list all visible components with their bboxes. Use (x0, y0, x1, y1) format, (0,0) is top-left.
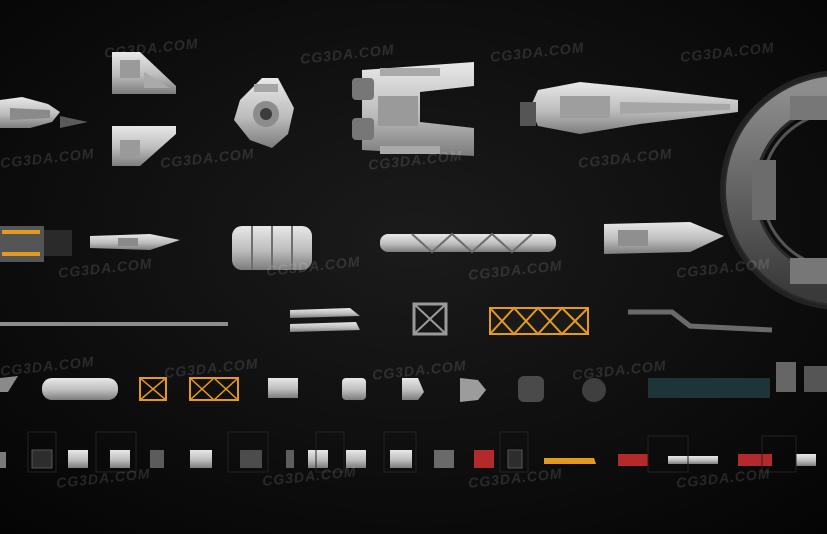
lattice-tower (412, 302, 448, 336)
row5-panel-tiles (0, 449, 816, 469)
cargo-container-orange (0, 226, 72, 262)
ship-wing-lower (112, 126, 176, 166)
ship-fighter-front (234, 78, 294, 148)
ship-twin-engine-cruiser (352, 62, 474, 156)
row4-parts (0, 362, 827, 402)
space-station-ring (720, 70, 827, 310)
ship-wing-upper (112, 52, 176, 94)
long-rod (0, 322, 228, 326)
ship-wedge (604, 222, 724, 254)
bent-pipe (628, 309, 773, 333)
ship-small-pair (290, 308, 360, 332)
ship-long-frigate (520, 82, 738, 134)
cylinder-module (232, 226, 312, 270)
truss-beam (380, 232, 556, 254)
orange-truss-frame (489, 306, 589, 336)
ship-dart (90, 234, 180, 250)
ship-partial-left (0, 97, 88, 128)
row5-outlines (27, 431, 797, 473)
